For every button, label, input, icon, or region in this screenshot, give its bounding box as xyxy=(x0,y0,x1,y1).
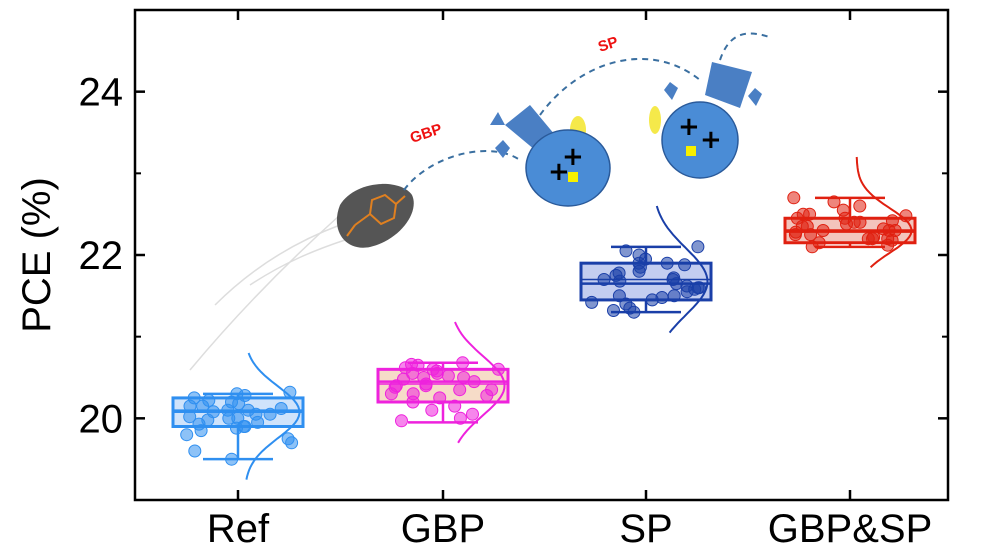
data-point xyxy=(188,444,202,458)
data-point xyxy=(853,199,867,213)
data-point xyxy=(627,305,641,319)
data-point xyxy=(788,228,802,242)
data-point xyxy=(660,256,674,270)
data-point xyxy=(384,387,398,401)
data-point xyxy=(899,209,913,223)
data-point xyxy=(619,244,633,258)
x-category-label: GBP&SP xyxy=(768,507,933,551)
data-point xyxy=(456,356,470,370)
data-point xyxy=(691,281,705,295)
data-point xyxy=(222,411,236,425)
data-point xyxy=(491,362,505,376)
data-point xyxy=(666,273,680,286)
data-point xyxy=(283,385,297,399)
x-category-label: Ref xyxy=(207,507,270,551)
box-group-gbpsp xyxy=(783,156,917,268)
cartoon-illustration: + + + + xyxy=(189,32,773,371)
data-point xyxy=(237,420,251,433)
svg-text:+: + xyxy=(548,157,570,187)
data-point xyxy=(613,274,627,288)
data-point xyxy=(251,415,265,429)
data-point xyxy=(263,407,277,421)
data-point xyxy=(632,264,646,278)
molecule-blob xyxy=(336,183,414,248)
x-category-label: GBP xyxy=(401,507,485,551)
data-point xyxy=(457,371,471,384)
data-point xyxy=(426,362,440,376)
trajectory-gbp xyxy=(403,150,521,191)
data-point xyxy=(678,258,692,272)
cartoon-bird-icon: + + xyxy=(649,62,762,179)
data-point xyxy=(183,410,197,424)
data-point xyxy=(419,379,433,393)
y-tick-label: 22 xyxy=(79,234,124,278)
data-point xyxy=(441,369,455,383)
data-point xyxy=(480,389,494,402)
data-point xyxy=(847,215,861,229)
data-point xyxy=(453,383,467,397)
motion-line xyxy=(189,214,341,371)
data-point xyxy=(691,240,705,254)
data-point xyxy=(274,402,288,415)
data-point xyxy=(607,304,620,317)
y-axis-label: PCE (%) xyxy=(15,177,59,333)
molecule-icon xyxy=(346,193,406,237)
data-point xyxy=(196,399,210,413)
motion-line xyxy=(249,239,346,286)
distribution-curve xyxy=(655,205,709,334)
data-point xyxy=(882,224,896,237)
trajectory-label: GBP xyxy=(408,121,444,147)
data-point xyxy=(787,191,801,205)
y-tick-label: 20 xyxy=(79,397,124,441)
svg-text:+: + xyxy=(700,125,722,155)
svg-text:+: + xyxy=(562,142,584,172)
data-point xyxy=(803,207,817,221)
distribution-curve xyxy=(454,321,506,444)
data-point xyxy=(861,232,875,246)
cartoon-bird-icon: + + xyxy=(490,105,611,207)
data-point xyxy=(805,240,819,254)
data-point xyxy=(645,293,659,307)
box-group-sp xyxy=(579,205,713,334)
distribution-curve xyxy=(245,352,301,480)
data-point xyxy=(667,289,681,303)
box-group-ref xyxy=(171,352,305,480)
data-point xyxy=(194,424,208,438)
svg-text:+: + xyxy=(678,112,700,142)
trajectory-sp xyxy=(539,58,701,116)
data-point xyxy=(285,436,299,450)
data-point xyxy=(680,285,694,299)
data-point xyxy=(405,357,418,371)
data-point xyxy=(225,452,239,466)
data-point xyxy=(827,195,841,209)
data-point xyxy=(612,289,626,303)
trajectory-label: SP xyxy=(596,33,620,55)
distribution-curve xyxy=(855,156,913,268)
box-group-gbp xyxy=(376,321,510,444)
plot-area xyxy=(171,156,917,480)
data-point xyxy=(453,411,467,425)
data-point xyxy=(448,399,462,413)
data-point xyxy=(466,407,479,421)
x-category-label: SP xyxy=(619,507,672,551)
data-point xyxy=(597,273,611,286)
data-point xyxy=(395,414,408,428)
motion-line xyxy=(214,224,341,306)
data-point xyxy=(180,428,194,442)
trajectory-end xyxy=(719,32,773,61)
data-point xyxy=(232,397,246,411)
data-point xyxy=(433,391,447,405)
y-tick-label: 24 xyxy=(79,71,124,115)
data-point xyxy=(406,395,420,409)
data-point xyxy=(585,295,599,309)
data-point xyxy=(816,224,830,237)
data-point xyxy=(425,403,439,417)
